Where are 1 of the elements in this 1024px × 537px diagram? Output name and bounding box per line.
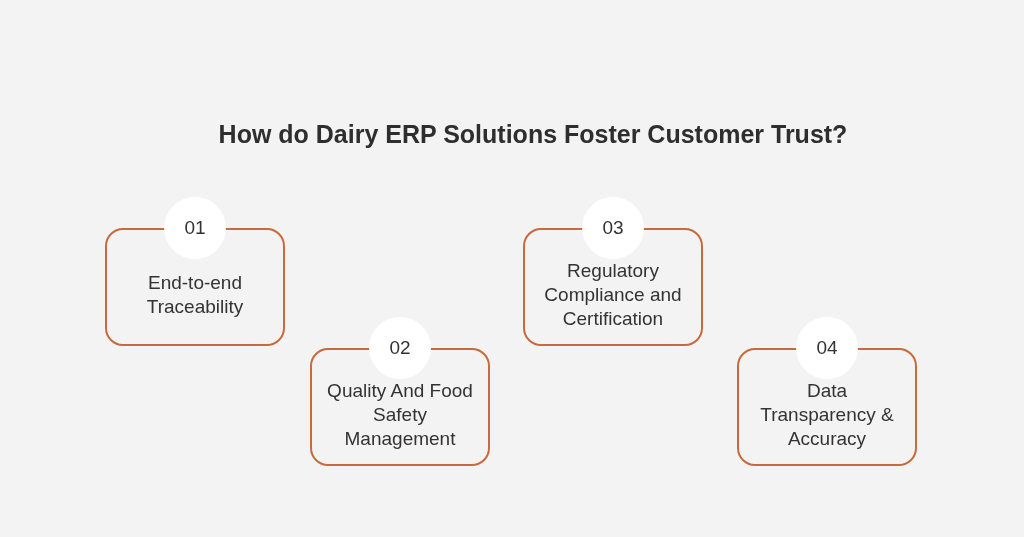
title: How do Dairy ERP Solutions Foster Customer Trust? [217, 119, 849, 150]
